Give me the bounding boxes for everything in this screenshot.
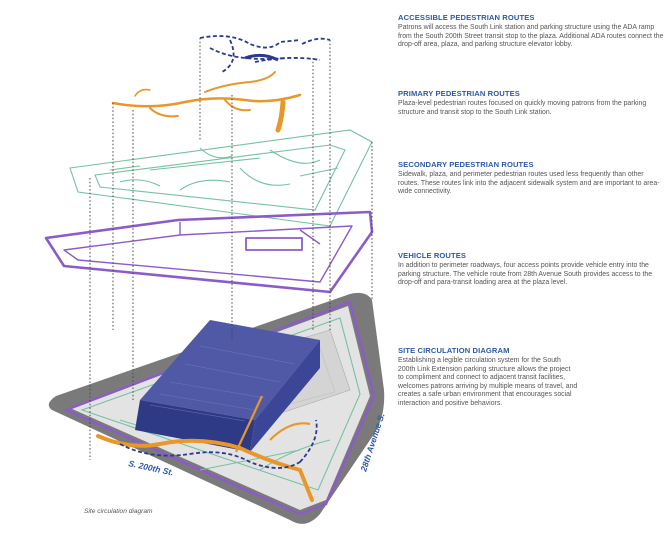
layer-leader-lines — [89, 38, 373, 460]
vehicle-routes-layer — [44, 210, 374, 294]
legend-primary-title: PRIMARY PEDESTRIAN ROUTES — [398, 89, 520, 98]
legend-vehicle-text: In addition to perimeter roadways, four … — [398, 262, 653, 287]
legend-secondary-title: SECONDARY PEDESTRIAN ROUTES — [398, 160, 534, 169]
parking-structure-roof — [140, 320, 320, 420]
parking-structure-side — [250, 340, 320, 452]
parking-structure-front — [135, 400, 255, 452]
diagram-caption: Site circulation diagram — [84, 508, 153, 515]
site-accessible-route — [119, 419, 318, 469]
accessible-route-highlight — [244, 53, 279, 62]
legend-site-title: SITE CIRCULATION DIAGRAM — [398, 346, 510, 355]
legend-primary-text: Plaza-level pedestrian routes focused on… — [398, 100, 647, 116]
legend-secondary-text: Sidewalk, plaza, and perimeter pedestria… — [398, 171, 660, 196]
perimeter-vehicle-route — [62, 300, 376, 516]
legend-accessible-text: Patrons will access the South Link stati… — [398, 24, 664, 49]
primary-routes-layer — [111, 71, 302, 133]
accessible-routes-layer — [199, 35, 331, 73]
legend-accessible: ACCESSIBLE PEDESTRIAN ROUTES Patrons wil… — [398, 13, 666, 50]
legend-primary: PRIMARY PEDESTRIAN ROUTES Plaza-level pe… — [398, 89, 666, 117]
legend-vehicle-title: VEHICLE ROUTES — [398, 251, 467, 260]
legend-accessible-title: ACCESSIBLE PEDESTRIAN ROUTES — [398, 13, 535, 22]
site-primary-route — [96, 434, 314, 502]
circulation-diagram: S. 200th St. 28th Avenue S. — [44, 35, 387, 524]
legend-vehicle: VEHICLE ROUTES In addition to perimeter … — [398, 251, 666, 288]
site-layer: S. 200th St. 28th Avenue S. — [48, 292, 387, 524]
legend-site: SITE CIRCULATION DIAGRAM Establishing a … — [398, 346, 578, 409]
legend-secondary: SECONDARY PEDESTRIAN ROUTES Sidewalk, pl… — [398, 160, 666, 197]
legend-site-text: Establishing a legible circulation syste… — [398, 357, 578, 407]
secondary-routes-layer — [69, 129, 373, 227]
